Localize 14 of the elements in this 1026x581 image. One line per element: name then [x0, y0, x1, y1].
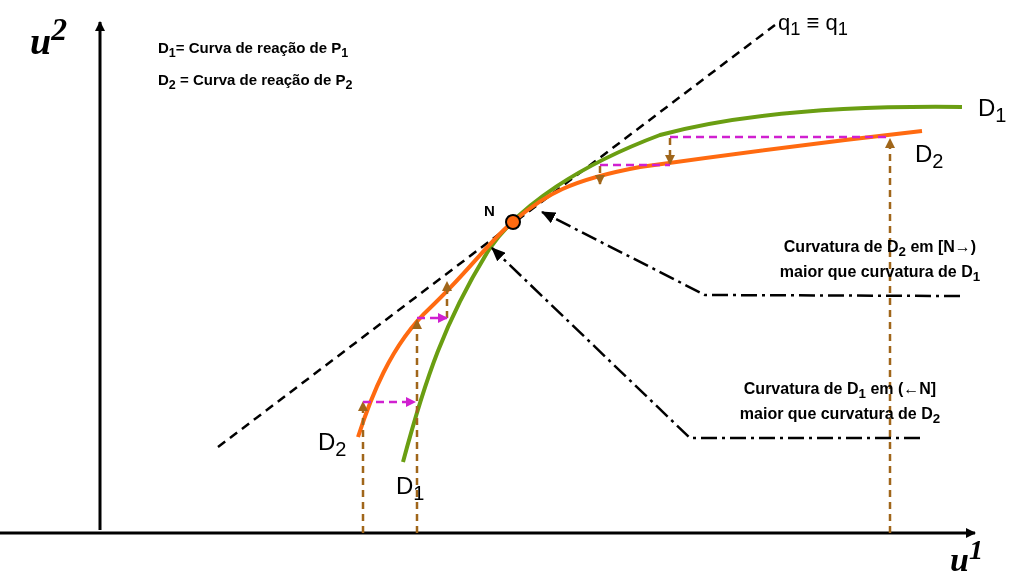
callout-text: Curvatura de D$_{1}$ em (←N] maior que curvatura de D$_{2}$	[738, 379, 942, 429]
curve-label: D$_{1}$	[396, 474, 425, 503]
point-label: N	[484, 203, 495, 218]
axis-label: u$^{1}$	[950, 536, 984, 578]
legend-text: D$_{2}$ = Curva de reação de P$_{2}$	[158, 72, 353, 92]
curve-label: D$_{2}$	[318, 430, 347, 459]
callout-text: Curvatura de D$_{2}$ em [N→) maior que curvatura de D$_{1}$	[778, 237, 982, 287]
curve-label: D$_{1}$	[978, 96, 1007, 125]
leader-line	[541, 210, 960, 298]
curve-label: D$_{2}$	[915, 142, 944, 171]
line-label: q$_{1}$ ≡ q$_{1}$	[778, 12, 848, 39]
axis-label: u$^{2}$	[30, 14, 67, 60]
legend-text: D$_{1}$= Curva de reação de P$_{1}$	[158, 40, 349, 60]
leader-line	[491, 247, 920, 440]
